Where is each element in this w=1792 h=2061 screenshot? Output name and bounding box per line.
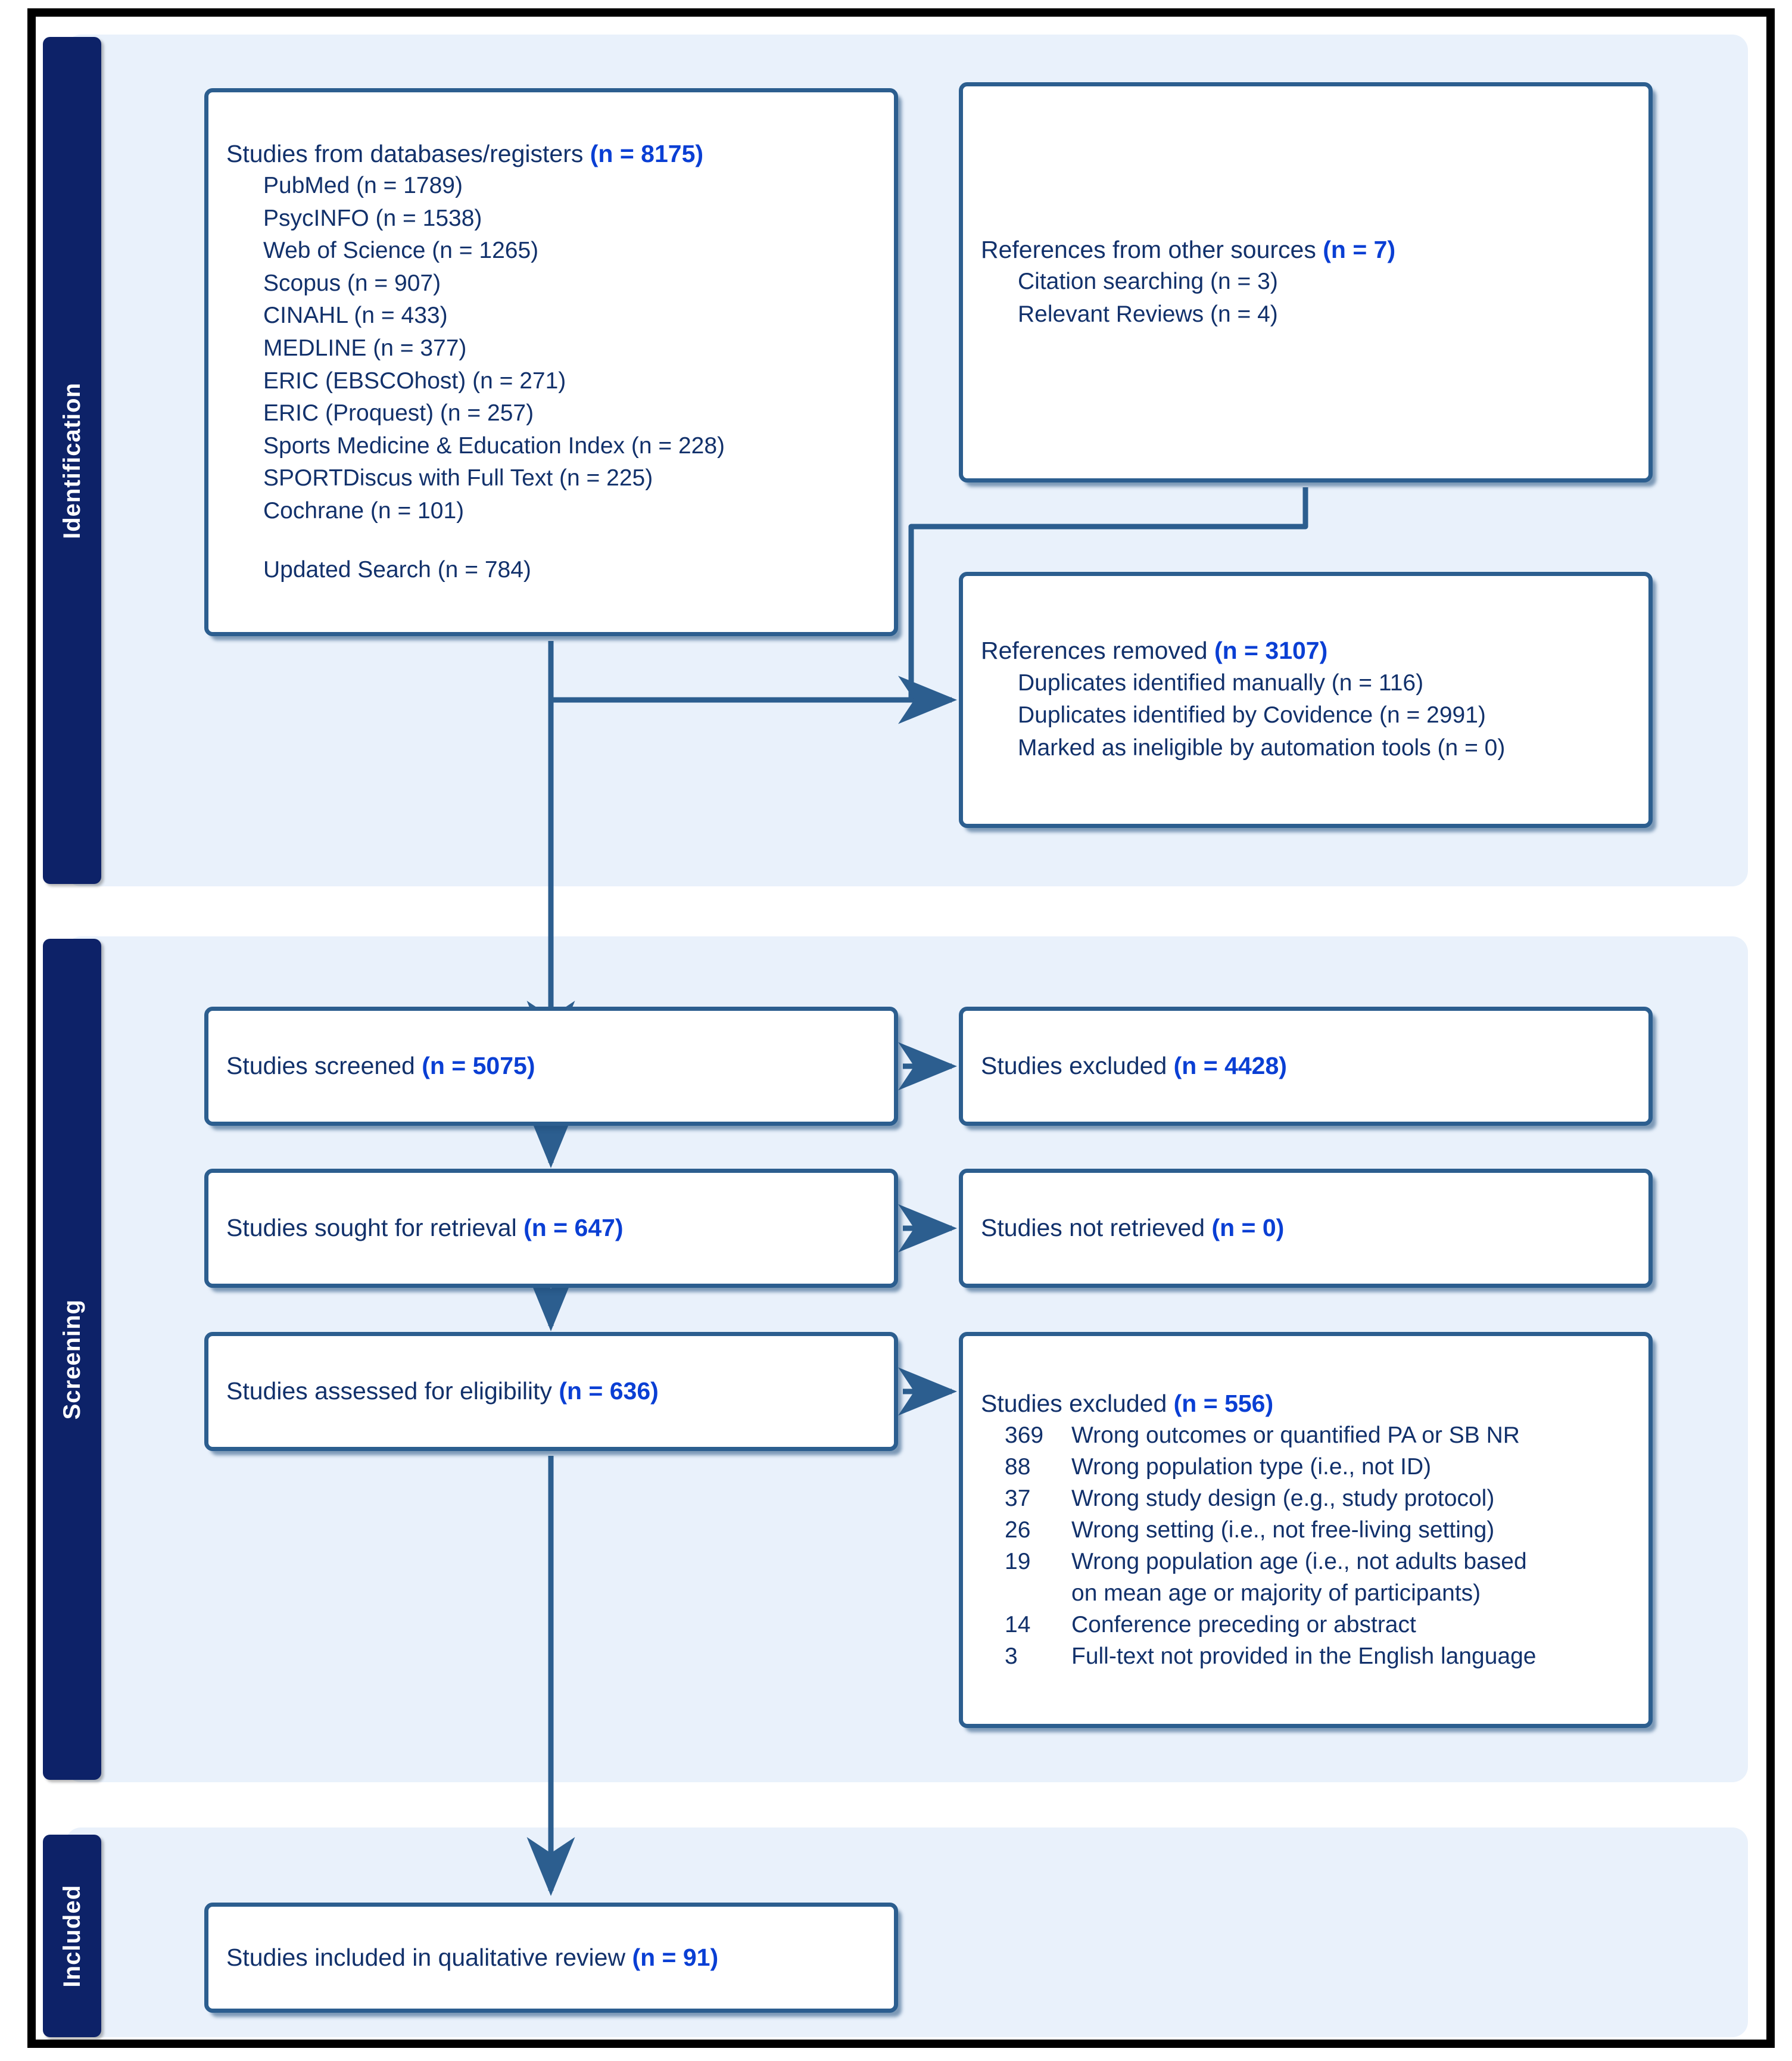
database-source-item: Web of Science (n = 1265) bbox=[263, 238, 539, 264]
database-source-item: ERIC (Proquest) (n = 257) bbox=[263, 400, 534, 426]
references-removed-title: References removed (n = 3107) bbox=[981, 637, 1328, 665]
exclusion-count: 3 bbox=[1005, 1643, 1018, 1670]
exclusion-text: Wrong population age (i.e., not adults b… bbox=[1071, 1546, 1631, 1609]
box-references-from-other-sources: References from other sources (n = 7) Ci… bbox=[959, 82, 1653, 482]
box-studies-included-qualitative-review: Studies included in qualitative review (… bbox=[204, 1903, 898, 2013]
studies-included-title: Studies included in qualitative review (… bbox=[226, 1943, 719, 1971]
exclusion-count: 14 bbox=[1005, 1612, 1031, 1638]
stage-tab-included-label: Included bbox=[58, 1884, 85, 1988]
removed-item: Marked as ineligible by automation tools… bbox=[1018, 734, 1506, 761]
stage-tab-included: Included bbox=[43, 1835, 101, 2037]
other-sources-title: References from other sources (n = 7) bbox=[981, 235, 1396, 263]
exclusion-count: 88 bbox=[1005, 1454, 1031, 1480]
exclusion-reason-row: 26 Wrong setting (i.e., not free-living … bbox=[981, 1514, 1631, 1546]
stage-tab-identification-label: Identification bbox=[58, 382, 85, 539]
stage-tab-screening-label: Screening bbox=[58, 1299, 85, 1420]
studies-screened-title: Studies screened (n = 5075) bbox=[226, 1052, 535, 1080]
removed-item: Duplicates identified manually (n = 116) bbox=[1018, 670, 1424, 696]
database-source-item: Scopus (n = 907) bbox=[263, 270, 441, 296]
database-source-item: ERIC (EBSCOhost) (n = 271) bbox=[263, 368, 566, 394]
database-source-item: Sports Medicine & Education Index (n = 2… bbox=[263, 432, 725, 459]
databases-title: Studies from databases/registers (n = 81… bbox=[226, 139, 704, 167]
database-source-item: MEDLINE (n = 377) bbox=[263, 335, 467, 362]
box-studies-screened: Studies screened (n = 5075) bbox=[204, 1007, 898, 1126]
studies-excluded-screening-title: Studies excluded (n = 4428) bbox=[981, 1052, 1287, 1080]
exclusion-text: Conference preceding or abstract bbox=[1071, 1612, 1416, 1638]
exclusion-count: 26 bbox=[1005, 1517, 1031, 1543]
box-studies-excluded-screening: Studies excluded (n = 4428) bbox=[959, 1007, 1653, 1126]
exclusion-text-line2: on mean age or majority of participants) bbox=[1071, 1580, 1481, 1607]
exclusion-text-line1: Wrong population age (i.e., not adults b… bbox=[1071, 1549, 1527, 1575]
updated-search-item: Updated Search (n = 784) bbox=[263, 556, 531, 583]
other-source-item: Relevant Reviews (n = 4) bbox=[1018, 301, 1278, 327]
database-source-item: CINAHL (n = 433) bbox=[263, 303, 448, 329]
exclusion-text: Wrong study design (e.g., study protocol… bbox=[1071, 1486, 1495, 1512]
exclusion-text: Wrong setting (i.e., not free-living set… bbox=[1071, 1517, 1495, 1543]
exclusion-count: 369 bbox=[1005, 1422, 1044, 1449]
exclusion-text: Wrong outcomes or quantified PA or SB NR bbox=[1071, 1422, 1520, 1449]
stage-tab-identification: Identification bbox=[43, 37, 101, 884]
box-studies-assessed-for-eligibility: Studies assessed for eligibility (n = 63… bbox=[204, 1332, 898, 1451]
exclusion-reason-row: 3 Full-text not provided in the English … bbox=[981, 1640, 1631, 1672]
database-source-item: Cochrane (n = 101) bbox=[263, 498, 465, 524]
exclusion-count: 37 bbox=[1005, 1486, 1031, 1512]
exclusion-text: Wrong population type (i.e., not ID) bbox=[1071, 1454, 1432, 1480]
removed-item: Duplicates identified by Covidence (n = … bbox=[1018, 702, 1486, 728]
studies-assessed-title: Studies assessed for eligibility (n = 63… bbox=[226, 1377, 659, 1405]
exclusion-text: Full-text not provided in the English la… bbox=[1071, 1643, 1537, 1670]
box-studies-excluded-fulltext: Studies excluded (n = 556) 369 Wrong out… bbox=[959, 1332, 1653, 1728]
database-source-item: PsycINFO (n = 1538) bbox=[263, 205, 482, 231]
exclusion-reason-row: 88 Wrong population type (i.e., not ID) bbox=[981, 1451, 1631, 1483]
studies-not-retrieved-title: Studies not retrieved (n = 0) bbox=[981, 1214, 1285, 1242]
exclusion-reason-row: 14 Conference preceding or abstract bbox=[981, 1609, 1631, 1640]
box-references-removed: References removed (n = 3107) Duplicates… bbox=[959, 572, 1653, 828]
studies-excluded-fulltext-title: Studies excluded (n = 556) bbox=[981, 1389, 1274, 1417]
exclusion-reason-row: 37 Wrong study design (e.g., study proto… bbox=[981, 1483, 1631, 1514]
studies-sought-title: Studies sought for retrieval (n = 647) bbox=[226, 1214, 624, 1242]
stage-tab-screening: Screening bbox=[43, 939, 101, 1780]
exclusion-count: 19 bbox=[1005, 1549, 1031, 1575]
list-spacer bbox=[226, 528, 876, 554]
exclusion-reason-row: 369 Wrong outcomes or quantified PA or S… bbox=[981, 1419, 1631, 1451]
database-source-item: SPORTDiscus with Full Text (n = 225) bbox=[263, 465, 653, 491]
box-studies-sought-for-retrieval: Studies sought for retrieval (n = 647) bbox=[204, 1169, 898, 1288]
box-studies-not-retrieved: Studies not retrieved (n = 0) bbox=[959, 1169, 1653, 1288]
box-studies-from-databases: Studies from databases/registers (n = 81… bbox=[204, 88, 898, 636]
other-source-item: Citation searching (n = 3) bbox=[1018, 269, 1278, 295]
database-source-item: PubMed (n = 1789) bbox=[263, 173, 463, 199]
exclusion-reason-row: 19 Wrong population age (i.e., not adult… bbox=[981, 1546, 1631, 1609]
